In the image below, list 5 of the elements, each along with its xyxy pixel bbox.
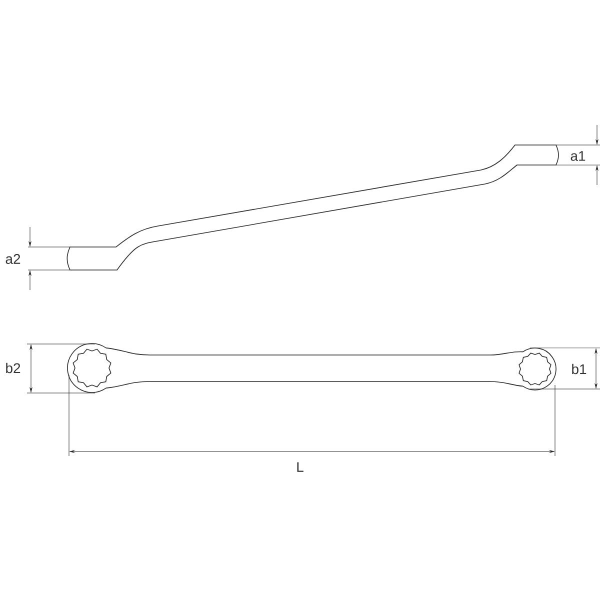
dimension-label: L xyxy=(297,462,304,472)
dimension-label: a2 xyxy=(6,254,20,264)
dimension-label: b1 xyxy=(572,364,586,374)
dimension-label: b2 xyxy=(6,362,20,374)
dimension-label: a1 xyxy=(570,151,586,161)
